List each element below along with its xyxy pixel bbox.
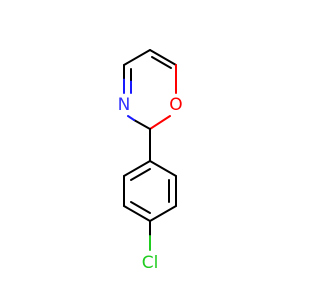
atom-label-chlorine: Cl [142,253,159,273]
bond-ar-4-5 [123,205,151,222]
bond-c4-c5-double [151,56,172,69]
bond-ar-3-4 [149,205,177,222]
bond-o-c2 [149,115,171,130]
bond-c2-n [127,115,135,121]
bond-c3-c4 [123,49,151,66]
atom-label-oxygen: O [169,95,182,115]
bond-ar-6-1-double [130,168,151,181]
atom-label-nitrogen: N [118,95,131,115]
bond-c4-c5 [149,49,177,66]
molecule-structure: N O Cl [118,49,183,273]
bond-ar-1-2 [149,160,177,177]
bond-ar-4-5-double [130,201,151,214]
bond-c2-n-carbon [133,119,151,130]
bond-ar-6-1 [123,160,151,177]
